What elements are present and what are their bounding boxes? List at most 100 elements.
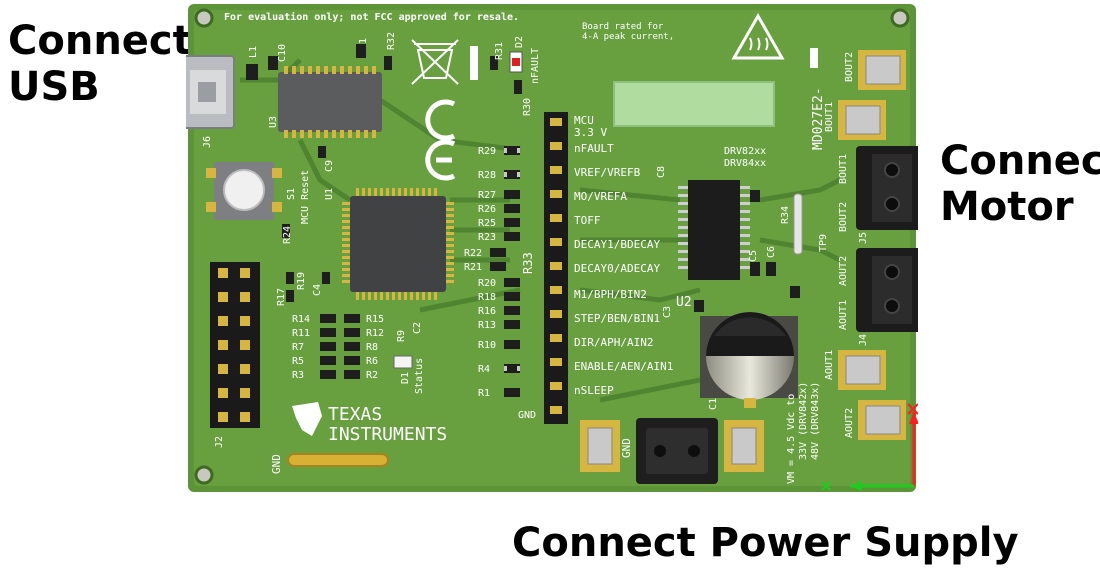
refdes-label: R19 xyxy=(296,272,307,290)
refdes-label: R3 xyxy=(292,370,304,381)
hot-surface-warning-icon xyxy=(731,12,785,60)
pin-label: DIR/APH/AIN2 xyxy=(574,336,653,349)
refdes-label: R7 xyxy=(292,342,304,353)
pin-labels: MCU 3.3 V nFAULT VREF/VREFB MO/VREFA TOF… xyxy=(518,114,673,421)
refdes-label: R15 xyxy=(366,314,384,325)
pin-label: DECAY0/ADECAY xyxy=(574,262,660,275)
origin-axis-marker xyxy=(821,403,918,491)
capacitor-c9 xyxy=(318,146,326,158)
refdes-label: R22 xyxy=(464,248,482,259)
pin-label: GND xyxy=(518,410,536,421)
refdes-label: R16 xyxy=(478,306,496,317)
output-label: BOUT2 xyxy=(838,202,849,232)
capacitor-small xyxy=(694,300,704,312)
refdes-label: R21 xyxy=(464,262,482,273)
refdes-label: R14 xyxy=(292,314,310,325)
refdes-label: R31 xyxy=(494,42,505,60)
refdes-label: R1 xyxy=(478,388,490,399)
refdes-label: L1 xyxy=(248,46,259,58)
mcu-chip-u1 xyxy=(342,188,454,300)
output-label: AOUT2 xyxy=(838,256,849,286)
disclaimer-text: For evaluation only; not FCC approved fo… xyxy=(224,11,519,23)
refdes-label: U3 xyxy=(268,116,279,128)
callout-line: USB xyxy=(8,64,100,110)
refdes-label: R12 xyxy=(366,328,384,339)
capacitor-c11 xyxy=(356,44,366,58)
refdes-label: R23 xyxy=(478,232,496,243)
signal-pin-header xyxy=(544,112,568,424)
mounting-hole xyxy=(194,8,214,28)
pin-label: nSLEEP xyxy=(574,384,614,397)
pin-label: MCU xyxy=(574,114,594,127)
status-led-label: Status xyxy=(414,358,425,394)
c1-pad xyxy=(744,398,756,408)
refdes-label: C3 xyxy=(662,306,673,318)
motor-terminal-j4 xyxy=(856,248,918,332)
refdes-label: R11 xyxy=(292,328,310,339)
rating-line: 4-A peak current, xyxy=(582,32,674,42)
refdes-label: R10 xyxy=(478,340,496,351)
output-label: AOUT1 xyxy=(824,350,835,380)
refdes-label: R25 xyxy=(478,218,496,229)
refdes-label: R24 xyxy=(282,226,293,244)
chip-family-line: DRV84xx xyxy=(724,158,766,169)
refdes-label: R34 xyxy=(780,206,791,224)
callout-line: Connect xyxy=(940,138,1100,184)
refdes-label: U1 xyxy=(324,188,335,200)
evm-board: For evaluation only; not FCC approved fo… xyxy=(186,4,918,492)
board-part-number: MD027E2- xyxy=(811,87,826,150)
output-label: BOUT1 xyxy=(838,154,849,184)
refdes-label: C9 xyxy=(324,160,335,172)
output-test-pads xyxy=(838,50,906,440)
pin-label: nFAULT xyxy=(574,142,614,155)
refdes-label: S1 xyxy=(286,188,297,200)
refdes-label: R4 xyxy=(478,364,490,375)
refdes-label: J6 xyxy=(202,136,213,148)
refdes-label: R20 xyxy=(478,278,496,289)
refdes-label: D2 xyxy=(514,36,525,48)
motor-terminal-j5 xyxy=(856,146,918,230)
pin-label: ENABLE/AEN/AIN1 xyxy=(574,360,673,373)
refdes-label: TP9 xyxy=(818,234,829,252)
refdes-label: R33 xyxy=(521,252,535,274)
refdes-label: R28 xyxy=(478,170,496,181)
pin-label: VREF/VREFB xyxy=(574,166,641,179)
refdes-label: J5 xyxy=(858,232,869,244)
capacitor-small xyxy=(790,286,800,298)
mcu-reset-button xyxy=(206,162,282,220)
refdes-label: R13 xyxy=(478,320,496,331)
pin-label: STEP/BEN/BIN1 xyxy=(574,312,660,325)
refdes-label: C4 xyxy=(312,284,323,296)
weee-bin-icon xyxy=(411,39,459,85)
refdes-label: R26 xyxy=(478,204,496,215)
connect-motor-callout: Connect Motor xyxy=(940,138,1100,230)
pin-label: TOFF xyxy=(574,214,601,227)
refdes-label: C10 xyxy=(277,44,288,62)
resistor-block-left: R14 R11 R7 R5 R3 R15 R12 R8 R6 R2 xyxy=(292,314,384,381)
output-label: AOUT1 xyxy=(838,300,849,330)
refdes-label: R6 xyxy=(366,356,378,367)
rating-line: Board rated for xyxy=(582,22,664,32)
power-test-pad xyxy=(724,420,764,472)
callout-line: Connect xyxy=(8,18,192,64)
refdes-label: C5 xyxy=(748,250,759,262)
brand-line: TEXAS xyxy=(328,404,382,425)
silk-mark xyxy=(470,46,478,80)
inductor-l1 xyxy=(246,64,258,80)
refdes-label: R18 xyxy=(478,292,496,303)
capacitor-c10 xyxy=(268,56,278,70)
pin-label: DECAY1/BDECAY xyxy=(574,238,660,251)
texas-instruments-logo: TEXAS INSTRUMENTS xyxy=(292,402,447,445)
refdes-label: R9 xyxy=(396,330,407,342)
copper-traces xyxy=(240,58,842,403)
output-label: BOUT1 xyxy=(824,102,835,132)
power-supply-terminal xyxy=(636,418,718,484)
refdes-label: J4 xyxy=(858,334,869,346)
power-test-pad xyxy=(580,420,620,472)
refdes-label: J2 xyxy=(214,436,225,448)
ce-mark-icon xyxy=(425,99,456,181)
mcu-reset-label: MCU Reset xyxy=(300,170,311,224)
capacitor-small xyxy=(750,190,760,202)
callout-line: Connect Power Supply xyxy=(512,520,1019,566)
mounting-hole xyxy=(890,8,910,28)
